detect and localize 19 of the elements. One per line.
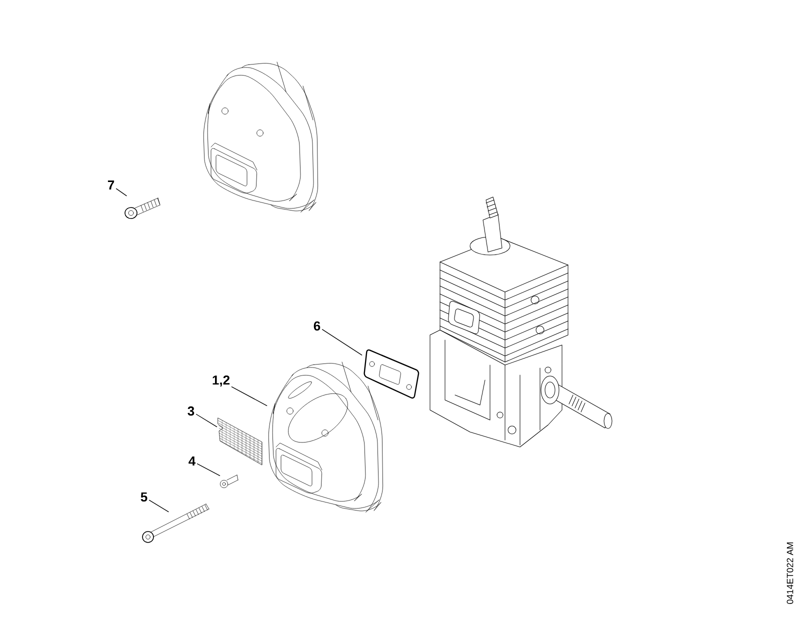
callout-number: 7	[108, 180, 114, 190]
screw-drawing	[124, 198, 160, 219]
leader-line	[231, 386, 268, 406]
callout-number: 1,2	[212, 375, 230, 387]
callout-number: 5	[140, 492, 148, 502]
callout-number: 6	[314, 321, 320, 331]
leader-line	[196, 414, 218, 428]
drawing-number: 0414ET022 AM	[786, 542, 794, 604]
screen-drawing	[218, 418, 262, 466]
leader-line	[148, 500, 169, 512]
leader-line	[322, 329, 362, 356]
gasket-drawing	[364, 349, 420, 399]
leader-line	[196, 463, 220, 476]
screw-drawing	[220, 474, 238, 488]
callout-number: 4	[188, 456, 196, 466]
leader-line	[116, 188, 127, 196]
bolt-drawing	[142, 504, 210, 543]
muffler-drawing	[268, 362, 384, 512]
callout-number: 3	[188, 406, 194, 416]
